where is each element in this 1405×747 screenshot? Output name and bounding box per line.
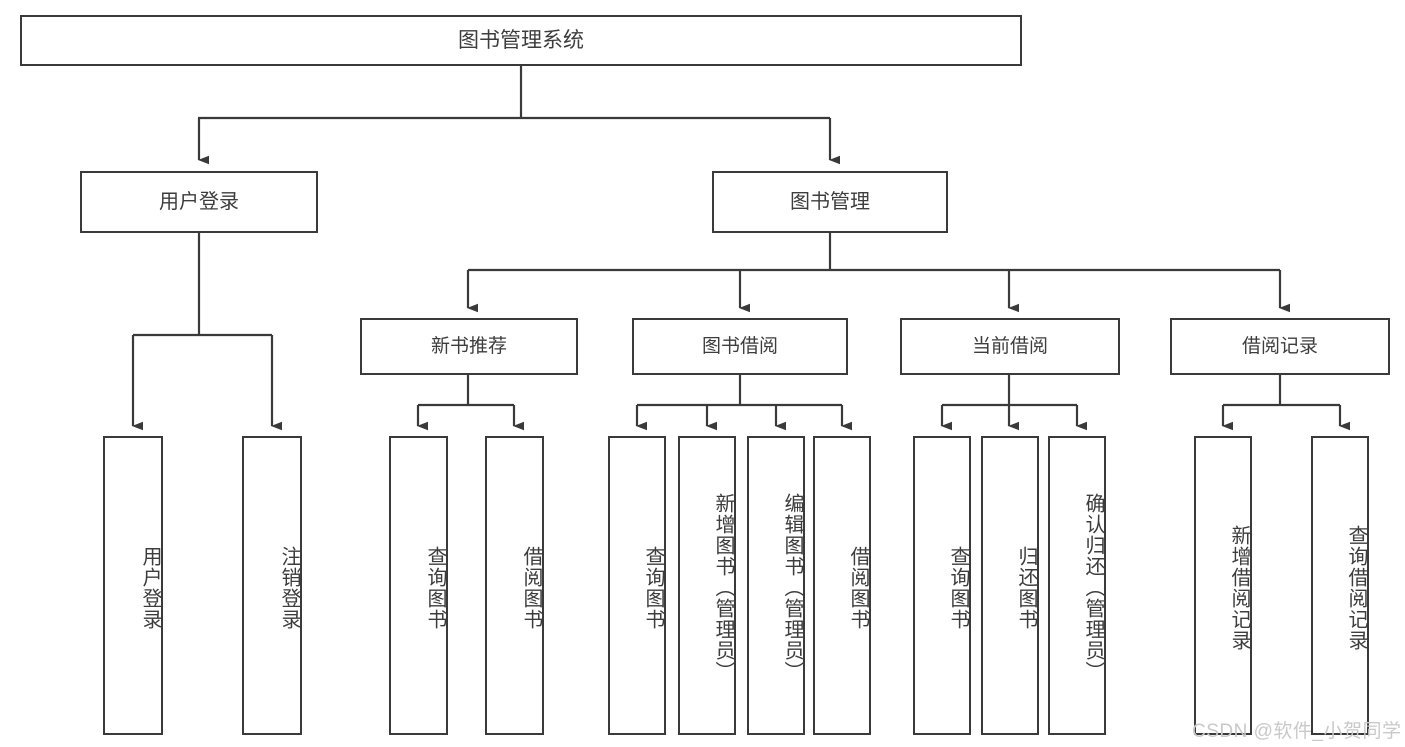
csdn-watermark-text: CSDN @软件_小贺同学	[1192, 721, 1402, 742]
leaf-edit-book-admin[interactable]: 编辑图书（管理员）	[747, 436, 805, 735]
node-user-login-label: 用户登录	[159, 190, 239, 213]
leaf-user-login-label: 用户登录	[139, 545, 161, 630]
leaf-borrow-books-label: 借阅图书	[847, 545, 869, 630]
csdn-watermark: CSDN @软件_小贺同学	[1192, 716, 1401, 743]
leaf-query-borrow-record[interactable]: 查询借阅记录	[1311, 436, 1369, 735]
leaf-return-books-label: 归还图书	[1015, 545, 1037, 630]
leaf-add-borrow-record[interactable]: 新增借阅记录	[1194, 436, 1252, 735]
leaf-add-book-admin-label: 新增图书（管理员）	[712, 493, 734, 682]
leaf-new-book-query-books[interactable]: 查询图书	[389, 436, 448, 735]
node-current-borrowing-label: 当前借阅	[971, 335, 1048, 357]
node-book-borrowing-label: 图书借阅	[701, 335, 778, 357]
node-borrow-record-label: 借阅记录	[1241, 335, 1318, 357]
node-new-book-recommendation[interactable]: 新书推荐	[360, 318, 578, 375]
leaf-user-login[interactable]: 用户登录	[103, 436, 163, 735]
node-user-login[interactable]: 用户登录	[80, 171, 318, 233]
leaf-borrow-query-books-label: 查询图书	[642, 545, 664, 630]
node-borrow-record[interactable]: 借阅记录	[1170, 318, 1390, 375]
leaf-borrow-books[interactable]: 借阅图书	[813, 436, 871, 735]
leaf-add-book-admin[interactable]: 新增图书（管理员）	[678, 436, 736, 735]
leaf-borrow-query-books[interactable]: 查询图书	[608, 436, 666, 735]
leaf-confirm-return-admin[interactable]: 确认归还（管理员）	[1048, 436, 1106, 735]
node-root-label: 图书管理系统	[458, 28, 584, 52]
leaf-logout[interactable]: 注销登录	[242, 436, 302, 735]
node-root-book-management-system[interactable]: 图书管理系统	[20, 15, 1022, 66]
leaf-new-book-query-books-label: 查询图书	[424, 545, 446, 630]
leaf-query-borrow-record-label: 查询借阅记录	[1345, 524, 1367, 651]
node-book-management[interactable]: 图书管理	[712, 171, 948, 233]
leaf-confirm-return-admin-label: 确认归还（管理员）	[1082, 493, 1104, 682]
leaf-current-query-books-label: 查询图书	[947, 545, 969, 630]
node-book-borrowing[interactable]: 图书借阅	[632, 318, 848, 375]
leaf-current-query-books[interactable]: 查询图书	[913, 436, 971, 735]
leaf-return-books[interactable]: 归还图书	[981, 436, 1039, 735]
leaf-new-book-borrow-books-label: 借阅图书	[520, 545, 542, 630]
leaf-add-borrow-record-label: 新增借阅记录	[1228, 524, 1250, 651]
leaf-edit-book-admin-label: 编辑图书（管理员）	[781, 493, 803, 682]
leaf-logout-label: 注销登录	[278, 545, 300, 630]
node-current-borrowing[interactable]: 当前借阅	[900, 318, 1120, 375]
leaf-new-book-borrow-books[interactable]: 借阅图书	[485, 436, 544, 735]
node-new-book-recommendation-label: 新书推荐	[430, 335, 507, 357]
node-book-management-label: 图书管理	[790, 190, 870, 213]
